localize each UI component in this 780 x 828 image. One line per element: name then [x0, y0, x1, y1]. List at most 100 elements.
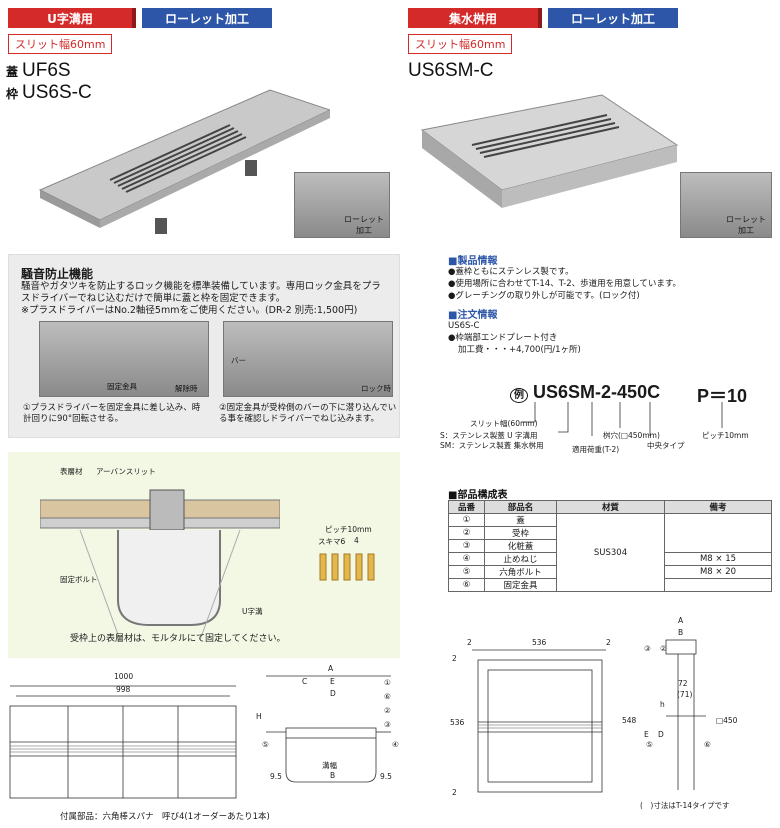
- order-model: US6S-C: [448, 321, 480, 331]
- dim-72: 72: [678, 679, 688, 688]
- label-pitch: ピッチ10mm: [325, 525, 372, 534]
- section-note: 受枠上の表層材は、モルタルにて固定してください。: [70, 634, 286, 644]
- u-channel-product-image: [38, 89, 330, 234]
- callout-1: ①: [384, 678, 391, 687]
- knurl-closeup-right: [680, 172, 772, 238]
- noise-prevention-panel: 騒音防止機能 騒音やガタツキを防止するロック機能を標準装備しています。専用ロック…: [8, 254, 400, 438]
- dim-450: □450: [716, 716, 738, 725]
- knurl-label-left: ローレット 加工: [344, 215, 384, 235]
- product-info-head: ■製品情報: [448, 256, 498, 267]
- order-code-leaders: [522, 402, 723, 436]
- finish-tab-knurl: ローレット加工: [142, 8, 272, 28]
- right-dim-B: B: [678, 628, 684, 637]
- dim-2-a: 2: [467, 638, 472, 647]
- label-urban-slit: アーバンスリット: [96, 467, 156, 476]
- order-info-head: ■注文情報: [448, 310, 498, 321]
- dim-71: (71): [677, 690, 693, 699]
- right-callout-6: ⑥: [704, 740, 711, 749]
- knurl-label-right: ローレット 加工: [726, 215, 766, 235]
- basin-model: US6SM-C: [408, 60, 494, 81]
- photo-locked-state: ロック時: [361, 384, 391, 393]
- code-slit: スリット幅(60mm): [470, 419, 538, 428]
- right-callout-5: ⑤: [646, 740, 653, 749]
- code-pitch: ピッチ10mm: [702, 431, 749, 440]
- section-drawing: [40, 489, 280, 640]
- product-info-3: ●グレーチングの取り外しが可能です。(ロック付): [448, 291, 640, 301]
- dim-1000: 1000: [114, 672, 134, 681]
- dim-548: 548: [622, 716, 637, 725]
- dim-A: A: [328, 664, 334, 673]
- photo-unlocked: [39, 321, 209, 397]
- photo-locked-label: バー: [231, 356, 246, 365]
- photo-unlocked-label: 固定金具: [107, 382, 137, 391]
- dim-channel: 溝幅: [322, 761, 337, 770]
- label-gap: スキマ6: [318, 537, 346, 546]
- knurl-closeup-left: [294, 172, 390, 238]
- dim-D: D: [330, 689, 336, 698]
- dim-H: H: [256, 712, 262, 721]
- order-fee: 加工費・・・+4,700(円/1ヶ所): [458, 345, 581, 355]
- slit-width-badge: スリット幅60mm: [8, 34, 113, 54]
- label-width: 4: [354, 536, 359, 545]
- callout-6: ⑥: [384, 692, 391, 701]
- photo-locked: [223, 321, 393, 397]
- noise-line-3: ※プラスドライバーはNo.2軸径5mmをご使用ください。(DR-2 別売:1,5…: [21, 305, 358, 316]
- basin-plan-drawing: [472, 649, 606, 793]
- right-callout-2: ②: [660, 644, 667, 653]
- pitch-code: P＝10: [697, 386, 748, 406]
- dim-536-height: 536: [450, 718, 465, 727]
- dim-9-5-left: 9.5: [270, 772, 282, 781]
- catch-basin-product-image: [420, 94, 679, 208]
- order-option: ●枠端部エンドプレート付き: [448, 333, 558, 343]
- photo-unlocked-state: 解除時: [175, 384, 198, 393]
- dim-2-b: 2: [606, 638, 611, 647]
- callout-5: ⑤: [262, 740, 269, 749]
- code-center: 中央タイプ: [647, 441, 685, 450]
- dim-9-5-right: 9.5: [380, 772, 392, 781]
- finish-tab-knurl-right: ローレット加工: [548, 8, 678, 28]
- dim-2-d: 2: [452, 788, 457, 797]
- code-type-s: S：ステンレス製蓋 U 字溝用: [440, 431, 538, 440]
- right-dim-E: E: [644, 730, 649, 739]
- callout-2: ②: [384, 706, 391, 715]
- code-load: 適用荷重(T-2): [572, 445, 620, 454]
- pitch-detail-drawing: [319, 553, 375, 581]
- label-surface: 表層材: [60, 467, 83, 476]
- type-tab-u-channel: U字溝用: [8, 8, 136, 28]
- label-fix-bolt: 固定ボルト: [60, 575, 98, 584]
- right-dim-D: D: [658, 730, 664, 739]
- callout-3: ③: [384, 720, 391, 729]
- section-drawing-dimensions: [266, 675, 391, 783]
- slit-width-badge-right: スリット幅60mm: [408, 34, 513, 54]
- t14-note: ( )寸法はT-14タイプです: [640, 801, 730, 810]
- noise-title: 騒音防止機能: [21, 267, 94, 281]
- right-dim-A: A: [678, 616, 684, 625]
- code-hole: 桝穴(□450mm): [603, 431, 660, 440]
- callout-4: ④: [392, 740, 399, 749]
- parts-head: ■部品構成表: [448, 490, 508, 501]
- dim-B: B: [330, 771, 336, 780]
- product-info-1: ●蓋枠ともにステンレス製です。: [448, 267, 574, 277]
- dim-998: 998: [116, 685, 131, 694]
- noise-line-2: スドライバーでねじ込むだけで簡単に蓋と枠を固定できます。: [21, 293, 286, 304]
- plan-drawing-left: [9, 685, 237, 799]
- right-callout-3: ③: [644, 644, 651, 653]
- caption-step-2: ②固定金具が受枠側のバーの下に潜り込んでいる事を確認しドライバーでねじ込みます。: [219, 403, 397, 424]
- dim-536-width: 536: [532, 638, 547, 647]
- dim-2-c: 2: [452, 654, 457, 663]
- code-type-sm: SM：ステンレス製蓋 集水桝用: [440, 441, 544, 450]
- dim-C: C: [302, 677, 308, 686]
- noise-line-1: 騒音やガタツキを防止するロック機能を標準装備しています。専用ロック金具をプラ: [21, 281, 381, 292]
- caption-step-1: ①プラスドライバーを固定金具に差し込み、時計回りに90°回転させる。: [23, 403, 201, 424]
- dim-E: E: [330, 677, 335, 686]
- basin-section-drawing: [665, 639, 706, 790]
- right-dim-h: h: [660, 700, 665, 709]
- type-tab-catch-basin: 集水桝用: [408, 8, 542, 28]
